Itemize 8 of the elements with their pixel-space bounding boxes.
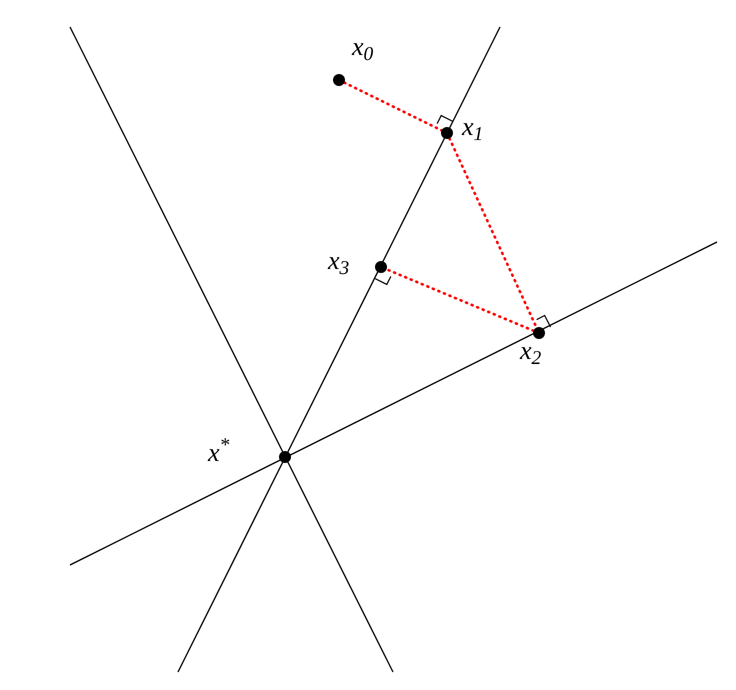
point-label: x$_{1}$	[462, 114, 484, 140]
point-label: x$^{*}$	[208, 440, 230, 466]
dotted-connector	[448, 137, 538, 329]
dotted-connector	[343, 81, 443, 132]
dotted-connector	[385, 268, 535, 332]
point-label: x$_{2}$	[520, 338, 542, 364]
point-label: x$_{0}$	[352, 34, 374, 60]
point-label: x$_{3}$	[328, 248, 350, 274]
